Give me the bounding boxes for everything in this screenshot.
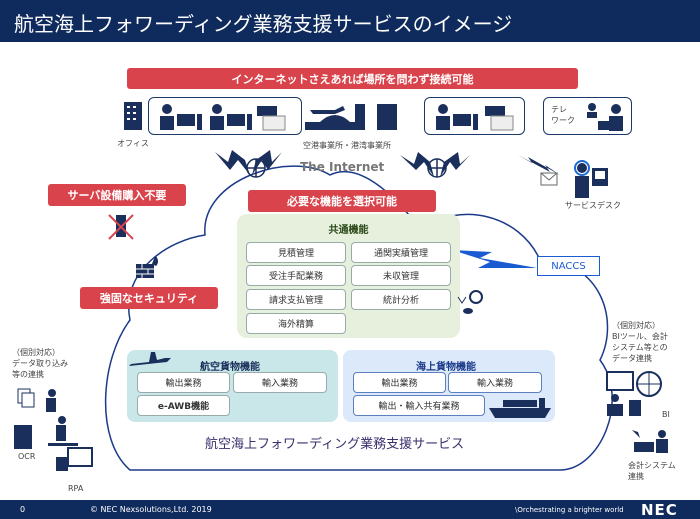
service-desk-icon xyxy=(574,160,608,198)
function-receivables[interactable]: 未収管理 xyxy=(351,265,451,286)
service-desk-label: サービスデスク xyxy=(565,201,621,210)
telework-icon xyxy=(587,103,623,131)
sea-cargo-panel: 海上貨物機能 輸出業務 輸入業務 輸出・輸入共有業務 xyxy=(343,350,555,422)
sea-export[interactable]: 輸出業務 xyxy=(353,372,446,393)
select-functions-badge: 必要な機能を選択可能 xyxy=(248,190,436,212)
sea-cargo-title: 海上貨物機能 xyxy=(416,362,476,373)
air-import[interactable]: 輸入業務 xyxy=(233,372,327,393)
page-title: 航空海上フォワーディング業務支援サービスのイメージ xyxy=(0,0,700,42)
ocr-rpa-icons xyxy=(14,388,93,471)
telework-box: テレ ワーク xyxy=(543,97,632,135)
function-quote-management[interactable]: 見積管理 xyxy=(246,242,346,263)
function-order-arrangement[interactable]: 受注手配業務 xyxy=(246,265,346,286)
service-name: 航空海上フォワーディング業務支援サービス xyxy=(205,437,465,452)
mail-icon xyxy=(540,172,558,186)
function-statistics[interactable]: 統計分析 xyxy=(351,289,451,310)
port-worker-icon xyxy=(436,104,514,131)
accounting-label: 会計システム 連携 xyxy=(628,461,676,481)
internet-label: The Internet xyxy=(300,160,385,174)
page-number: 0 xyxy=(20,505,26,514)
air-eawb[interactable]: e-AWB機能 xyxy=(137,395,230,416)
rpa-label: RPA xyxy=(68,484,84,493)
tagline: \Orchestrating a brighter world xyxy=(515,506,624,514)
sea-shared[interactable]: 輸出・輸入共有業務 xyxy=(353,395,485,416)
function-customs-record[interactable]: 通関実績管理 xyxy=(351,242,451,263)
common-functions-title: 共通機能 xyxy=(328,225,369,236)
security-badge: 強固なセキュリティ xyxy=(80,287,218,309)
port-office-box xyxy=(424,97,525,135)
ocr-label: OCR xyxy=(18,452,36,461)
office-building-icon xyxy=(124,102,142,130)
function-overseas-settlement[interactable]: 海外精算 xyxy=(246,313,346,334)
no-server-badge: サーバ設備購入不要 xyxy=(48,184,186,206)
bi-icon xyxy=(606,371,662,416)
nec-logo: NEC xyxy=(641,501,678,519)
air-cargo-panel: 航空貨物機能 輸出業務 輸入業務 e-AWB機能 xyxy=(127,350,338,422)
office-box xyxy=(148,97,302,135)
right-integration-note: （個別対応） BIツール、会計 システム等との データ連携 xyxy=(612,321,668,363)
airport-icon xyxy=(305,104,397,130)
accounting-system-icon xyxy=(632,430,668,453)
firewall-icon xyxy=(136,256,158,278)
office-label: オフィス xyxy=(117,139,149,148)
telework-label: テレ ワーク xyxy=(551,105,575,125)
analytics-icon xyxy=(457,290,483,314)
no-server-icon xyxy=(108,214,134,240)
sea-import[interactable]: 輸入業務 xyxy=(448,372,542,393)
footer: 0 © NEC Nexsolutions,Ltd. 2019 \Orchestr… xyxy=(0,500,700,519)
ports-label: 空港事業所・港湾事業所 xyxy=(303,141,391,150)
air-cargo-title: 航空貨物機能 xyxy=(200,362,260,373)
bi-label: BI xyxy=(662,410,670,419)
function-billing-payment[interactable]: 請求支払管理 xyxy=(246,289,346,310)
banner-internet: インターネットさえあれば場所を問わず接続可能 xyxy=(127,68,578,89)
air-export[interactable]: 輸出業務 xyxy=(137,372,230,393)
naccs-box: NACCS xyxy=(537,256,600,276)
left-integration-note: （個別対応） データ取り込み 等の連携 xyxy=(12,348,68,379)
copyright: © NEC Nexsolutions,Ltd. 2019 xyxy=(90,505,212,514)
office-worker-icon xyxy=(160,104,286,131)
common-functions-panel: 共通機能 見積管理 通関実績管理 受注手配業務 未収管理 請求支払管理 統計分析… xyxy=(237,214,460,338)
ship-icon xyxy=(489,398,551,418)
airplane-icon xyxy=(129,352,171,366)
